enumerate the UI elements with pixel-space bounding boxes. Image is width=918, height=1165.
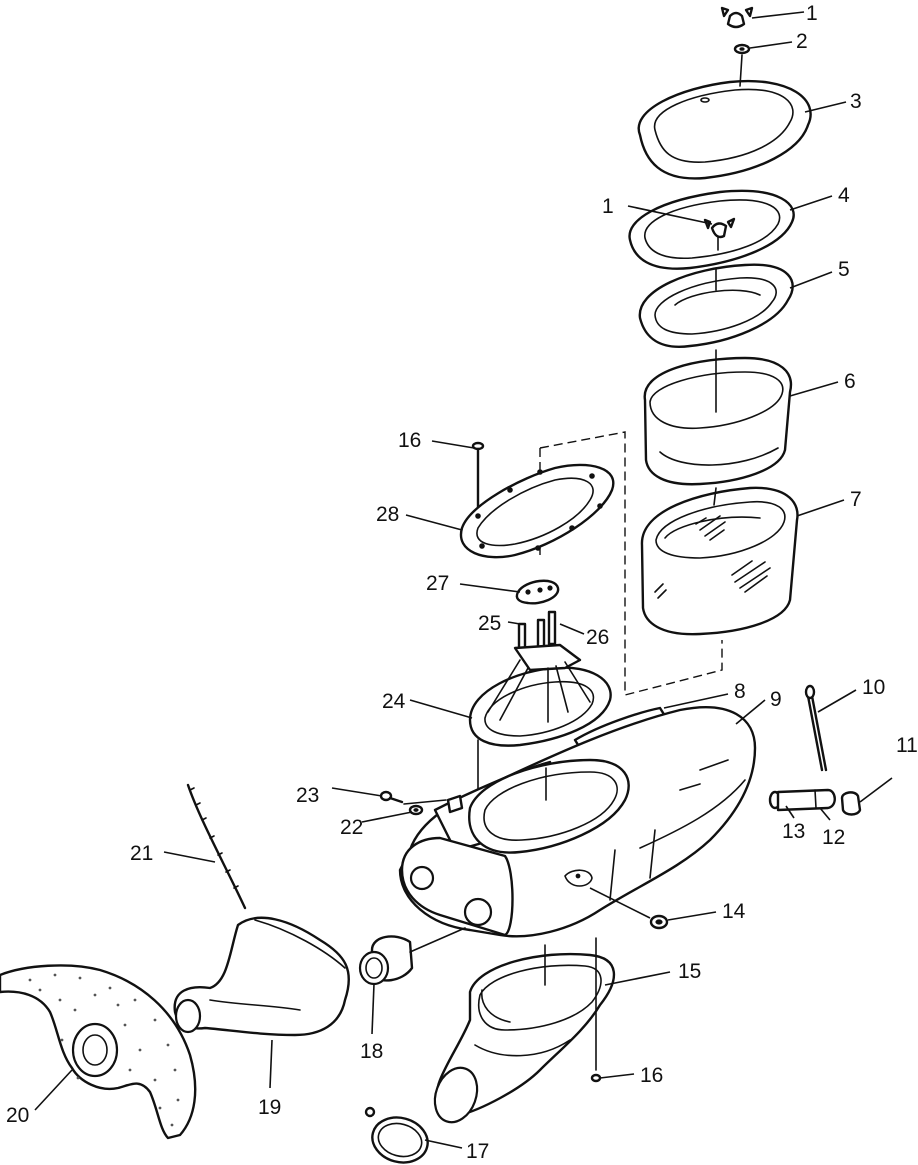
callout-4: 4 <box>838 184 850 207</box>
part-2-washer <box>733 43 751 55</box>
part-27-spacer <box>515 579 560 605</box>
callout-12: 12 <box>822 826 845 849</box>
callout-19: 19 <box>258 1096 281 1119</box>
callout-11: 11 <box>896 734 918 757</box>
part-22-washer <box>408 804 424 816</box>
part-1-wing-nut-middle <box>703 217 736 239</box>
part-24-filter-bracket <box>468 643 612 747</box>
part-26-stud <box>547 610 557 646</box>
callout-21: 21 <box>130 842 153 865</box>
callout-labels: 1 2 3 1 4 5 6 16 28 7 27 25 26 24 8 9 10… <box>6 2 918 1163</box>
callout-16-upper: 16 <box>398 429 421 452</box>
part-28-mounting-plate <box>459 463 615 559</box>
part-6-prefilter-sleeve <box>643 356 793 486</box>
part-11-cap <box>840 791 862 816</box>
callout-15: 15 <box>678 960 701 983</box>
part-17-hose-clamp <box>364 1106 429 1164</box>
callout-22: 22 <box>340 816 363 839</box>
callout-10: 10 <box>862 676 885 699</box>
callout-23: 23 <box>296 784 319 807</box>
callout-26: 26 <box>586 626 609 649</box>
part-12-drain-hose <box>776 788 836 812</box>
part-20-heat-shield <box>0 964 197 1140</box>
part-21-cable <box>186 783 247 910</box>
callout-18: 18 <box>360 1040 383 1063</box>
part-9-airbox <box>398 706 757 938</box>
callout-8: 8 <box>734 680 746 703</box>
callout-20: 20 <box>6 1104 29 1127</box>
callout-1-top: 1 <box>806 2 818 25</box>
part-16-screw-lower <box>590 1073 602 1083</box>
part-23-screw <box>379 790 404 804</box>
callout-5: 5 <box>838 258 850 281</box>
callout-25: 25 <box>478 612 501 635</box>
callout-13: 13 <box>782 820 805 843</box>
part-19-intake-duct <box>173 916 350 1037</box>
callout-2: 2 <box>796 30 808 53</box>
callout-6: 6 <box>844 370 856 393</box>
callout-7: 7 <box>850 488 862 511</box>
part-7-air-filter <box>640 486 799 636</box>
part-14-grommet <box>649 914 669 930</box>
part-3-cover <box>637 79 812 180</box>
callout-27: 27 <box>426 572 449 595</box>
part-5-foam-element <box>638 263 794 348</box>
callout-14: 14 <box>722 900 746 923</box>
callout-16-lower: 16 <box>640 1064 663 1087</box>
callout-28: 28 <box>376 503 399 526</box>
leader-lines <box>34 11 893 1149</box>
part-15-intake-adaptor <box>433 952 615 1124</box>
dashed-alignment-line-right <box>539 431 723 696</box>
callout-9: 9 <box>770 688 782 711</box>
part-10-cotter-pin <box>804 684 828 772</box>
part-1-wing-nut-top <box>720 6 754 29</box>
callout-17: 17 <box>466 1140 489 1163</box>
callout-1-middle: 1 <box>602 195 614 218</box>
callout-3: 3 <box>850 90 862 113</box>
part-18-fitting <box>358 935 414 986</box>
callout-24: 24 <box>382 690 406 713</box>
